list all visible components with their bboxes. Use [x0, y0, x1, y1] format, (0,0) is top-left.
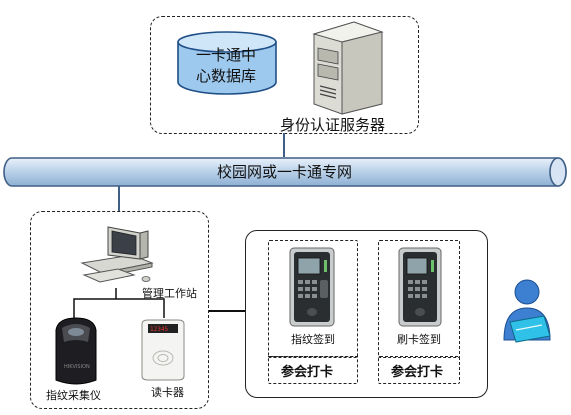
- database-label-line2: 心数据库: [196, 67, 257, 85]
- workstation-label: 管理工作站: [142, 287, 197, 300]
- backbone-label: 校园网或一卡通专网: [217, 163, 353, 181]
- user-with-card-icon: [503, 279, 551, 343]
- server-tower-icon: [312, 21, 384, 115]
- fingerprint-terminal-box: [268, 240, 358, 358]
- card-terminal-icon: [398, 247, 442, 327]
- fingerprint-scanner-icon: HIKVISION: [55, 317, 97, 385]
- database-cylinder-icon: [177, 31, 277, 95]
- card-signin-label: 刷卡签到: [397, 333, 441, 346]
- fingerprint-collector-label: 指纹采集仪: [46, 389, 101, 402]
- svg-text:HIKVISION: HIKVISION: [64, 364, 90, 370]
- desktop-computer-icon: [80, 226, 154, 283]
- network-backbone-pipe: [3, 157, 567, 187]
- attendance-label-2: 参会打卡: [391, 365, 444, 380]
- management-group-box: [30, 211, 209, 409]
- fingerprint-terminal-icon: [289, 247, 335, 327]
- fingerprint-signin-label: 指纹签到: [291, 333, 335, 346]
- card-terminal-box: [378, 240, 460, 358]
- terminal-link-line: [209, 310, 245, 312]
- svg-text:12345: 12345: [150, 326, 168, 333]
- attendance-box-1: [268, 356, 358, 384]
- server-group-connector: [283, 133, 285, 157]
- attendance-box-2: [378, 356, 460, 384]
- attendance-label-1: 参会打卡: [281, 365, 334, 380]
- card-reader-label: 读卡器: [151, 386, 184, 399]
- database-label-line1: 一卡通中: [196, 46, 257, 64]
- card-reader-icon: 12345: [141, 319, 185, 381]
- management-connector: [118, 184, 120, 212]
- terminal-group-box: [245, 230, 488, 398]
- management-tree-lines: [73, 288, 165, 318]
- auth-server-label: 身份认证服务器: [280, 116, 386, 134]
